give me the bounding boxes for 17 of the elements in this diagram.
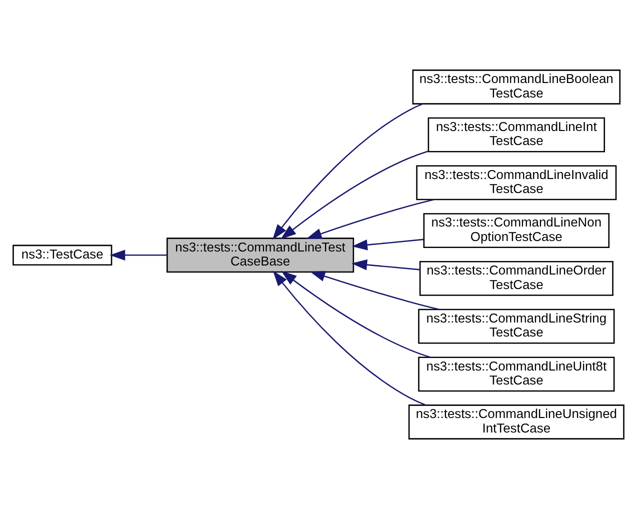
node-box: ns3::tests::CommandLineBoolean TestCase [412,70,621,104]
node-box: ns3::tests::CommandLineTest CaseBase [166,238,354,273]
arrow [110,250,168,261]
arrow [352,238,424,250]
arrow [281,270,431,358]
node-box: ns3::tests::CommandLineUint8t TestCase [418,356,615,392]
node-box: ns3::tests::CommandLineInt TestCase [428,117,606,152]
node-box: ns3::tests::CommandLineOrder TestCase [419,260,614,296]
node-box: ns3::TestCase [12,244,112,266]
arrow [272,103,423,240]
node-box: ns3::tests::CommandLineNon OptionTestCase [423,213,610,248]
node-box: ns3::tests::CommandLineInvalid TestCase [416,165,617,200]
arrow [310,271,440,310]
node-box: ns3::tests::CommandLineString TestCase [418,308,615,344]
node-box: ns3::tests::CommandLineUnsigned IntTestCase [408,404,624,440]
arrow [352,259,420,270]
arrow [280,150,428,240]
